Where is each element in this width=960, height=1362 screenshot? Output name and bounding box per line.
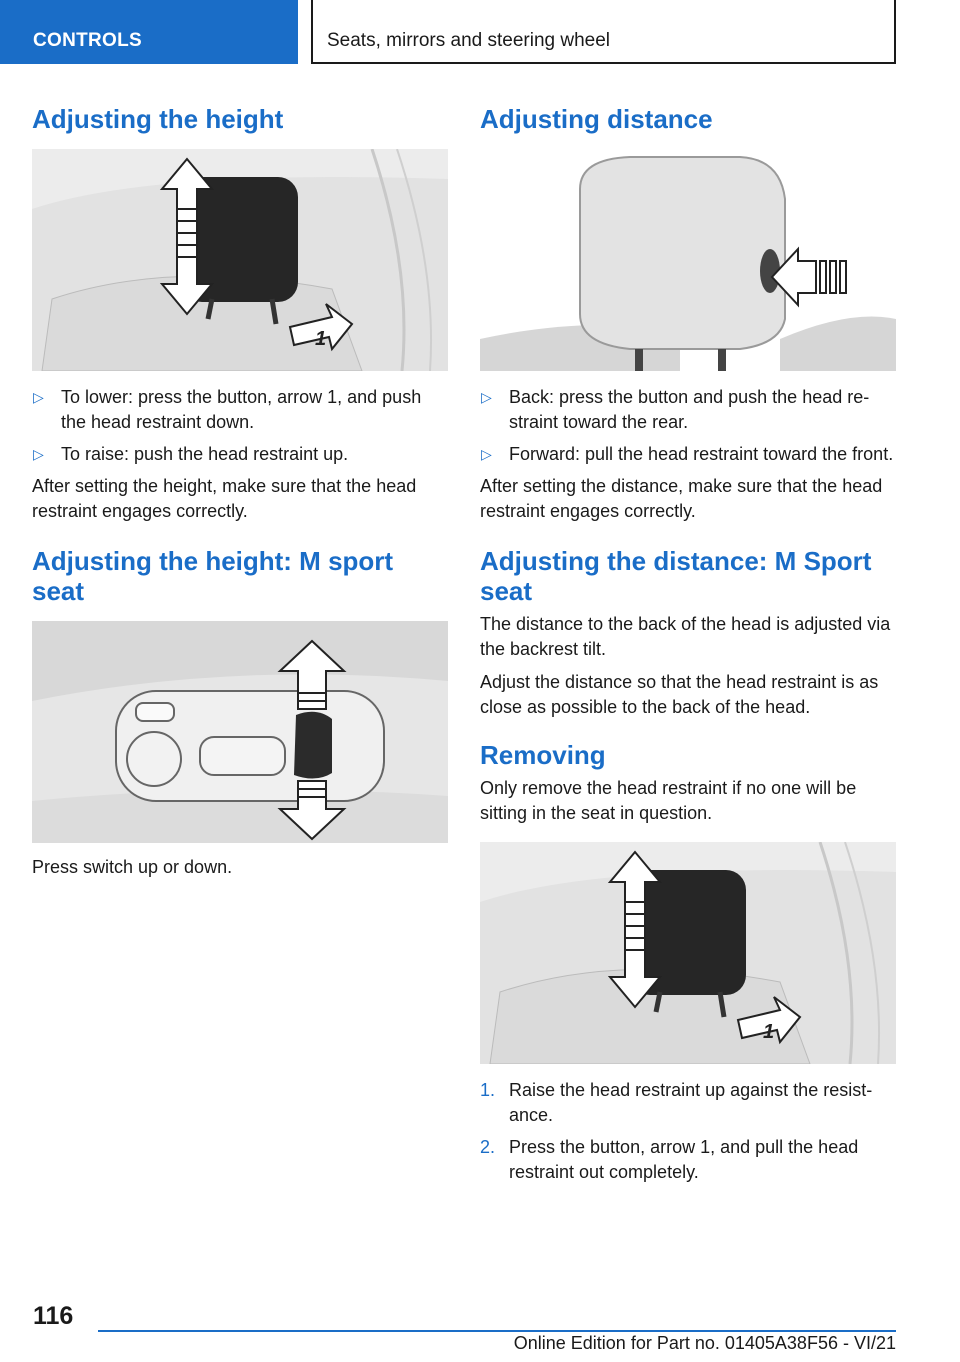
list-item: 2.Press the button, arrow 1, and pull th… [480,1137,859,1182]
list-item: ▷To raise: push the head restraint up. [32,442,448,467]
right-column: Adjusting distance ▷Back: press the butt… [480,100,896,1192]
page-number: 116 [33,1302,74,1330]
section-title: CONTROLS [33,30,143,51]
distance-note: After setting the distance, make sure th… [480,476,883,521]
heading-adjusting-distance: Adjusting distance [480,104,713,134]
figure-headrest-distance [480,149,896,371]
triangle-bullet-icon: ▷ [481,389,492,405]
left-column: Adjusting the height 1 ▷To lower: press … [32,100,448,880]
distance-bullets: ▷Back: press the button and push the hea… [480,385,896,467]
heading-adjusting-height: Adjusting the height [32,104,284,134]
chapter-bar: Seats, mirrors and steering wheel [311,0,896,64]
triangle-bullet-icon: ▷ [33,389,44,405]
list-item: ▷Forward: pull the head restraint toward… [480,442,896,467]
triangle-bullet-icon: ▷ [481,446,492,462]
list-item: 1.Raise the head restraint up against th… [480,1080,873,1125]
chapter-title: Seats, mirrors and steering wheel [327,30,611,51]
figure-m-sport-switch [32,621,448,843]
heading-removing: Removing [480,740,606,770]
figure-callout-1: 1 [315,328,326,350]
removal-steps: 1.Raise the head restraint up against th… [480,1078,896,1185]
figure-headrest-removal: 1 [480,842,896,1064]
list-item: ▷Back: press the button and push the hea… [481,387,870,432]
height-bullets: ▷To lower: press the button, arrow 1, an… [32,385,448,467]
list-item: ▷To lower: press the button, arrow 1, an… [33,387,422,432]
heading-m-sport-distance: Adjusting the distance: M Sport seat [480,546,872,606]
footer-divider [98,1330,896,1332]
distance-close-text: Adjust the distance so that the head res… [480,672,879,717]
removing-text: Only remove the head restraint if no one… [480,778,857,823]
height-note: After setting the height, make sure that… [32,476,417,521]
section-tab: CONTROLS [0,0,298,64]
triangle-bullet-icon: ▷ [33,446,44,462]
distance-tilt-text: The distance to the back of the head is … [480,614,891,659]
figure-headrest-height: 1 [32,149,448,371]
switch-instruction: Press switch up or down. [32,857,233,877]
figure-callout-1: 1 [763,1021,774,1043]
edition-text: Online Edition for Part no. 01405A38F56 … [513,1333,896,1353]
heading-m-sport-height: Adjusting the height: M sport seat [32,546,394,606]
